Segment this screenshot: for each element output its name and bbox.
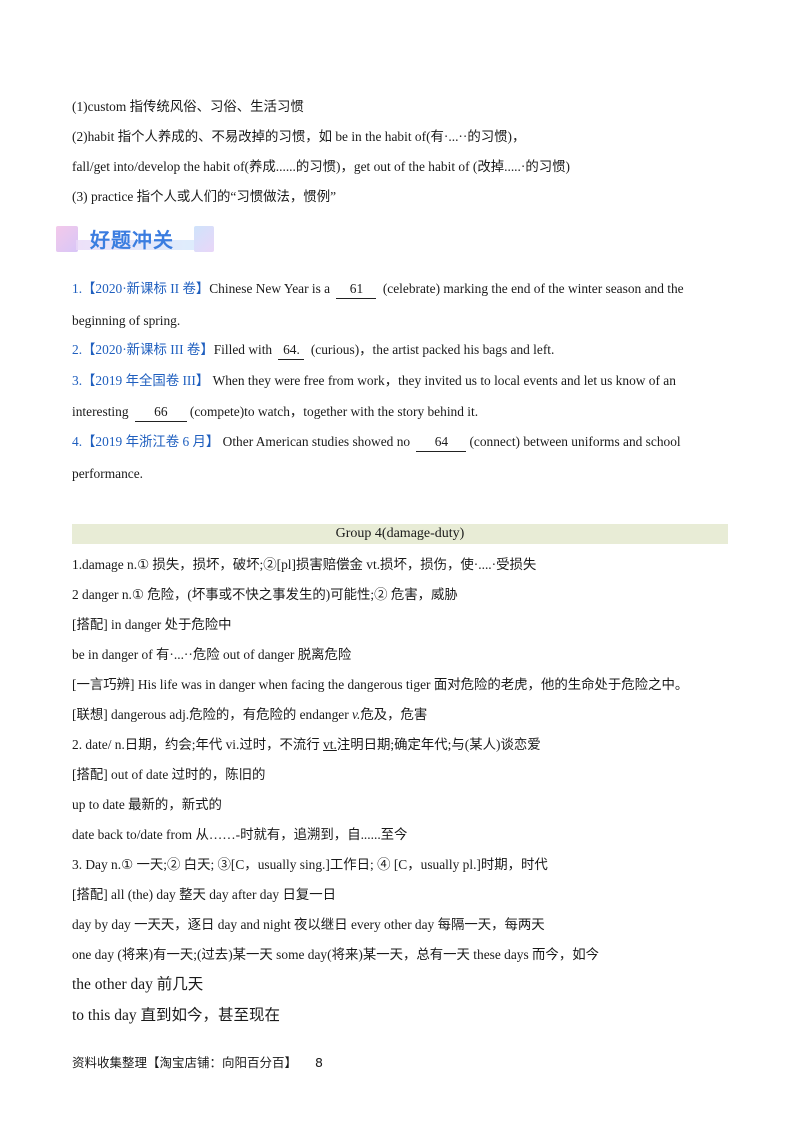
question-3-continuation: interesting 66(compete)to watch，together…: [72, 403, 478, 422]
note-habit: (2)habit 指个人养成的、不易改掉的习惯，如 be in the habi…: [72, 129, 526, 144]
section-heading-text: 好题冲关: [90, 228, 174, 252]
vocab-day-collocation-3: one day (将来)有一天;(过去)某一天 some day(将来)某一天，…: [72, 947, 599, 962]
vocab-date-collocation: [搭配] out of date 过时的，陈旧的: [72, 767, 266, 782]
question-1-answer: 61: [336, 280, 377, 299]
date-pos: vt.: [323, 737, 337, 752]
association-pos: v.: [352, 707, 361, 722]
question-1-text: Chinese New Year is a: [209, 281, 334, 296]
vocab-day-to-this-day: to this day 直到如今，甚至现在: [72, 1007, 280, 1024]
date-text: 2. date/ n.日期，约会;年代 vi.过时，不流行: [72, 737, 324, 752]
question-1-number: 1.: [72, 281, 83, 296]
question-2-text-after: (curious)，the artist packed his bags and…: [307, 342, 555, 357]
question-1-text-after: (celebrate) marking the end of the winte…: [379, 281, 684, 296]
heading-decoration-band: [76, 240, 194, 250]
question-4-answer: 64: [416, 433, 467, 452]
vocab-day-collocation-2: day by day 一天天，逐日 day and night 夜以继日 eve…: [72, 917, 545, 932]
question-4: 4.【2019 年浙江卷 6 月】 Other American studies…: [72, 433, 681, 452]
question-3-number: 3.: [72, 373, 83, 388]
vocab-danger-collocation: [搭配] in danger 处于危险中: [72, 617, 232, 632]
vocab-damage: 1.damage n.① 损失，损坏，破坏;②[pl]损害赔偿金 vt.损坏，损…: [72, 557, 537, 572]
note-habit-cont: fall/get into/develop the habit of(养成...…: [72, 159, 570, 174]
question-4-text-after: (connect) between uniforms and school: [469, 434, 681, 449]
page-footer: 资料收集整理【淘宝店铺：向阳百分百】 8: [72, 1052, 323, 1071]
question-3: 3.【2019 年全国卷 III】 When they were free fr…: [72, 372, 676, 390]
question-2-number: 2.: [72, 342, 83, 357]
question-1-source: 【2020·新课标 II 卷】: [82, 281, 210, 296]
question-2-source: 【2020·新课标 III 卷】: [82, 342, 214, 357]
vocab-day: 3. Day n.① 一天;② 白天; ③[C，usually sing.]工作…: [72, 857, 548, 872]
note-practice: (3) practice 指个人或人们的“习惯做法，惯例”: [72, 189, 337, 204]
section-heading: 好题冲关: [56, 222, 216, 256]
vocab-danger-collocation-2: be in danger of 有·...··危险 out of danger …: [72, 647, 352, 662]
question-4-continuation: performance.: [72, 466, 144, 481]
vocab-danger-association: [联想] dangerous adj.危险的，有危险的 endanger v.危…: [72, 706, 427, 724]
question-2-answer: 64.: [278, 341, 305, 360]
date-meaning: 注明日期;确定年代;与(某人)谈恋爱: [336, 737, 541, 752]
question-1-continuation: beginning of spring.: [72, 313, 181, 328]
vocab-day-other-day: the other day 前几天: [72, 976, 204, 993]
page-number: 8: [315, 1055, 323, 1070]
association-text: [联想] dangerous adj.危险的，有危险的 endanger: [72, 707, 353, 722]
heading-decoration-right: [194, 226, 214, 252]
vocab-danger: 2 danger n.① 危险，(坏事或不快之事发生的)可能性;② 危害，威胁: [72, 587, 458, 602]
question-3-text: When they were free from work，they invit…: [209, 373, 676, 388]
question-4-text: Other American studies showed no: [219, 434, 414, 449]
vocab-danger-example: [一言巧辨] His life was in danger when facin…: [72, 677, 689, 692]
question-2-text: Filled with: [213, 342, 276, 357]
question-3-source: 【2019 年全国卷 III】: [82, 373, 210, 388]
footer-text: 资料收集整理【淘宝店铺：向阳百分百】: [72, 1055, 298, 1070]
question-1: 1.【2020·新课标 II 卷】Chinese New Year is a 6…: [72, 280, 684, 299]
question-3-text-after: (compete)to watch，together with the stor…: [189, 404, 479, 419]
vocab-date-collocation-2: up to date 最新的，新式的: [72, 797, 222, 812]
question-3-answer: 66: [134, 403, 187, 422]
question-4-number: 4.: [72, 434, 83, 449]
question-4-source: 【2019 年浙江卷 6 月】: [82, 434, 220, 449]
heading-decoration-left: [56, 226, 78, 252]
group-title: Group 4(damage-duty): [72, 524, 728, 544]
question-3-text-cont: interesting: [72, 404, 132, 419]
vocab-date: 2. date/ n.日期，约会;年代 vi.过时，不流行 vt.注明日期;确定…: [72, 736, 541, 754]
question-2: 2.【2020·新课标 III 卷】Filled with 64. (curio…: [72, 341, 554, 360]
note-custom: (1)custom 指传统风俗、习俗、生活习惯: [72, 99, 304, 114]
association-meaning: 危及，危害: [360, 707, 428, 722]
vocab-day-collocation: [搭配] all (the) day 整天 day after day 日复一日: [72, 887, 337, 902]
vocab-date-collocation-3: date back to/date from 从……-时就有，追溯到，自....…: [72, 827, 408, 842]
